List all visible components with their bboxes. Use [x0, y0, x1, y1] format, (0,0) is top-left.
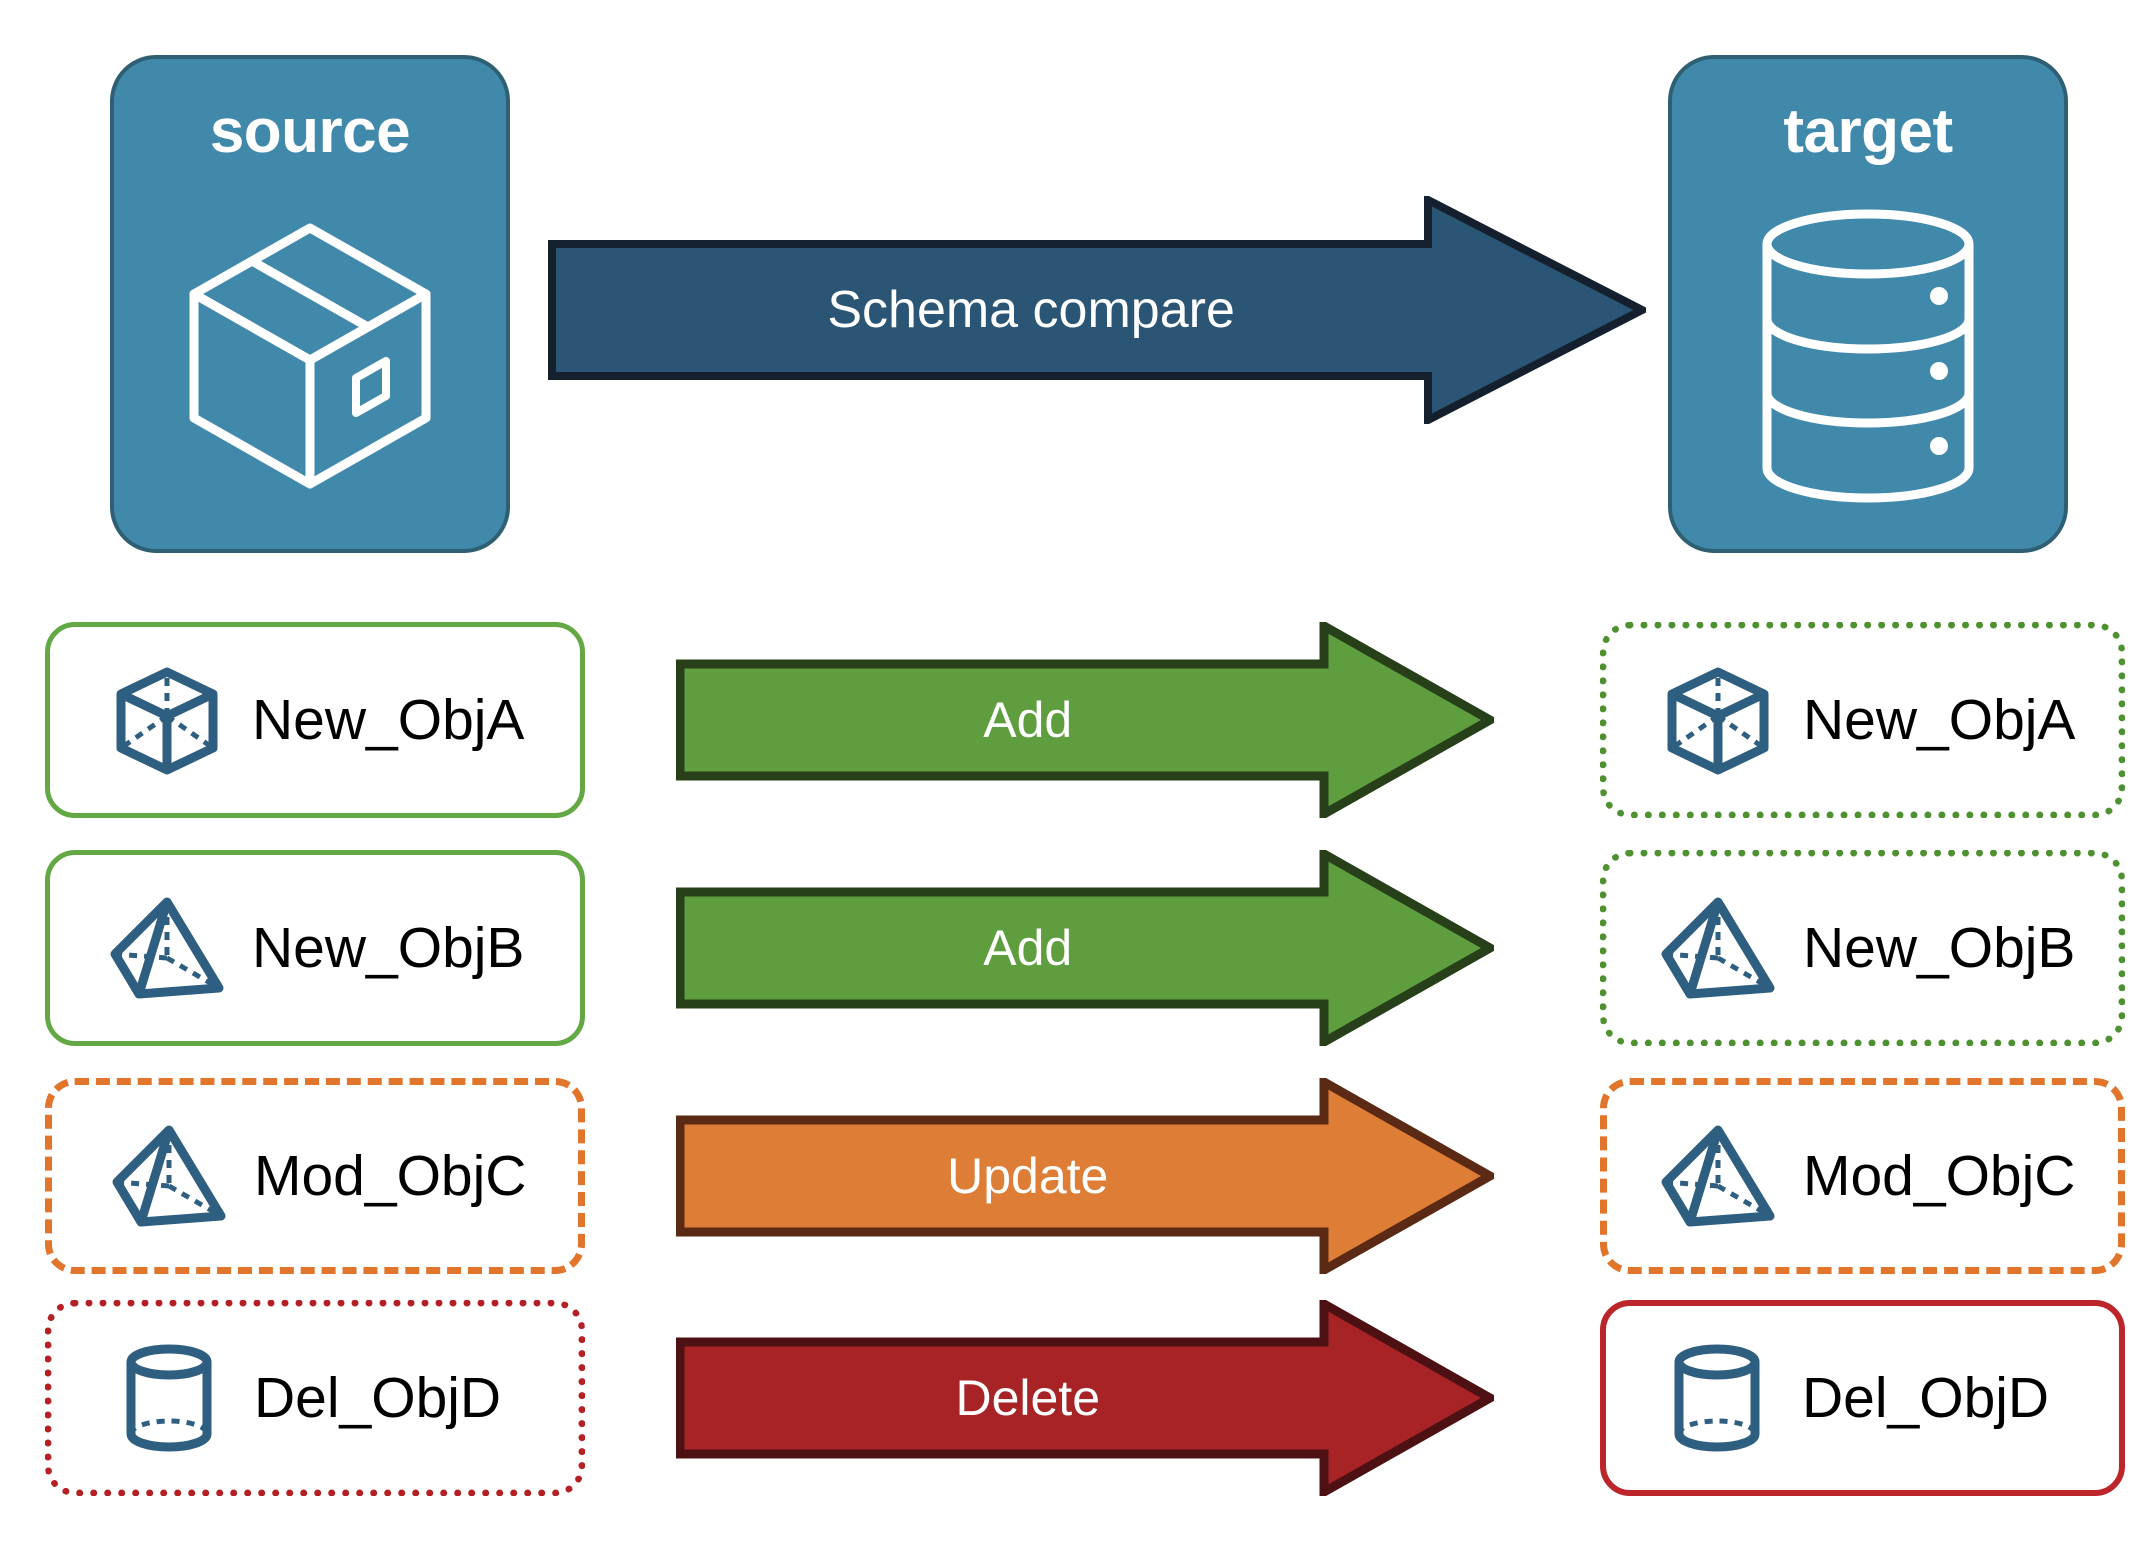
target-endpoint-card: target [1668, 55, 2068, 553]
wireframe-pyramid-icon [1659, 1117, 1777, 1235]
source-object-card[interactable]: Del_ObjD [45, 1300, 585, 1496]
wireframe-cube-icon [108, 661, 226, 779]
update-action-label: Update [947, 1148, 1109, 1204]
target-object-card[interactable]: Mod_ObjC [1600, 1078, 2125, 1274]
source-object-card[interactable]: New_ObjA [45, 622, 585, 818]
target-object-card[interactable]: New_ObjB [1600, 850, 2125, 1046]
wireframe-cylinder-icon [110, 1339, 228, 1457]
wireframe-cube-icon [1659, 661, 1777, 779]
wireframe-pyramid-icon [1659, 889, 1777, 1007]
database-cylinder-icon [1672, 163, 2064, 549]
source-object-card[interactable]: New_ObjB [45, 850, 585, 1046]
source-object-label: New_ObjB [252, 916, 525, 980]
compare-row: New_ObjB Add New_ObjB [0, 846, 2150, 1050]
source-endpoint-card: source [110, 55, 510, 553]
update-action-arrow: Update [675, 1074, 1500, 1278]
source-object-label: New_ObjA [252, 688, 525, 752]
target-object-label: Del_ObjD [1802, 1366, 2050, 1430]
package-box-icon [114, 163, 506, 549]
add-action-arrow: Add [675, 846, 1500, 1050]
add-action-arrow: Add [675, 618, 1500, 822]
target-object-card[interactable]: New_ObjA [1600, 622, 2125, 818]
target-object-label: New_ObjB [1803, 916, 2076, 980]
source-object-label: Mod_ObjC [254, 1144, 527, 1208]
compare-row: New_ObjA Add New_ObjA [0, 618, 2150, 822]
schema-compare-label: Schema compare [827, 281, 1235, 339]
compare-row: Mod_ObjC Update Mod_ObjC [0, 1074, 2150, 1278]
wireframe-cylinder-icon [1658, 1339, 1776, 1457]
add-action-label: Add [983, 920, 1073, 976]
source-object-card[interactable]: Mod_ObjC [45, 1078, 585, 1274]
wireframe-pyramid-icon [110, 1117, 228, 1235]
target-title: target [1783, 97, 1953, 166]
source-title: source [209, 97, 411, 166]
target-object-card[interactable]: Del_ObjD [1600, 1300, 2125, 1496]
compare-row: Del_ObjD Delete Del_ObjD [0, 1296, 2150, 1500]
add-action-label: Add [983, 692, 1073, 748]
wireframe-pyramid-icon [108, 889, 226, 1007]
target-object-label: Mod_ObjC [1803, 1144, 2076, 1208]
delete-action-label: Delete [955, 1370, 1100, 1426]
target-object-label: New_ObjA [1803, 688, 2076, 752]
delete-action-arrow: Delete [675, 1296, 1500, 1500]
schema-compare-arrow: Schema compare [548, 193, 1651, 427]
source-object-label: Del_ObjD [254, 1366, 502, 1430]
